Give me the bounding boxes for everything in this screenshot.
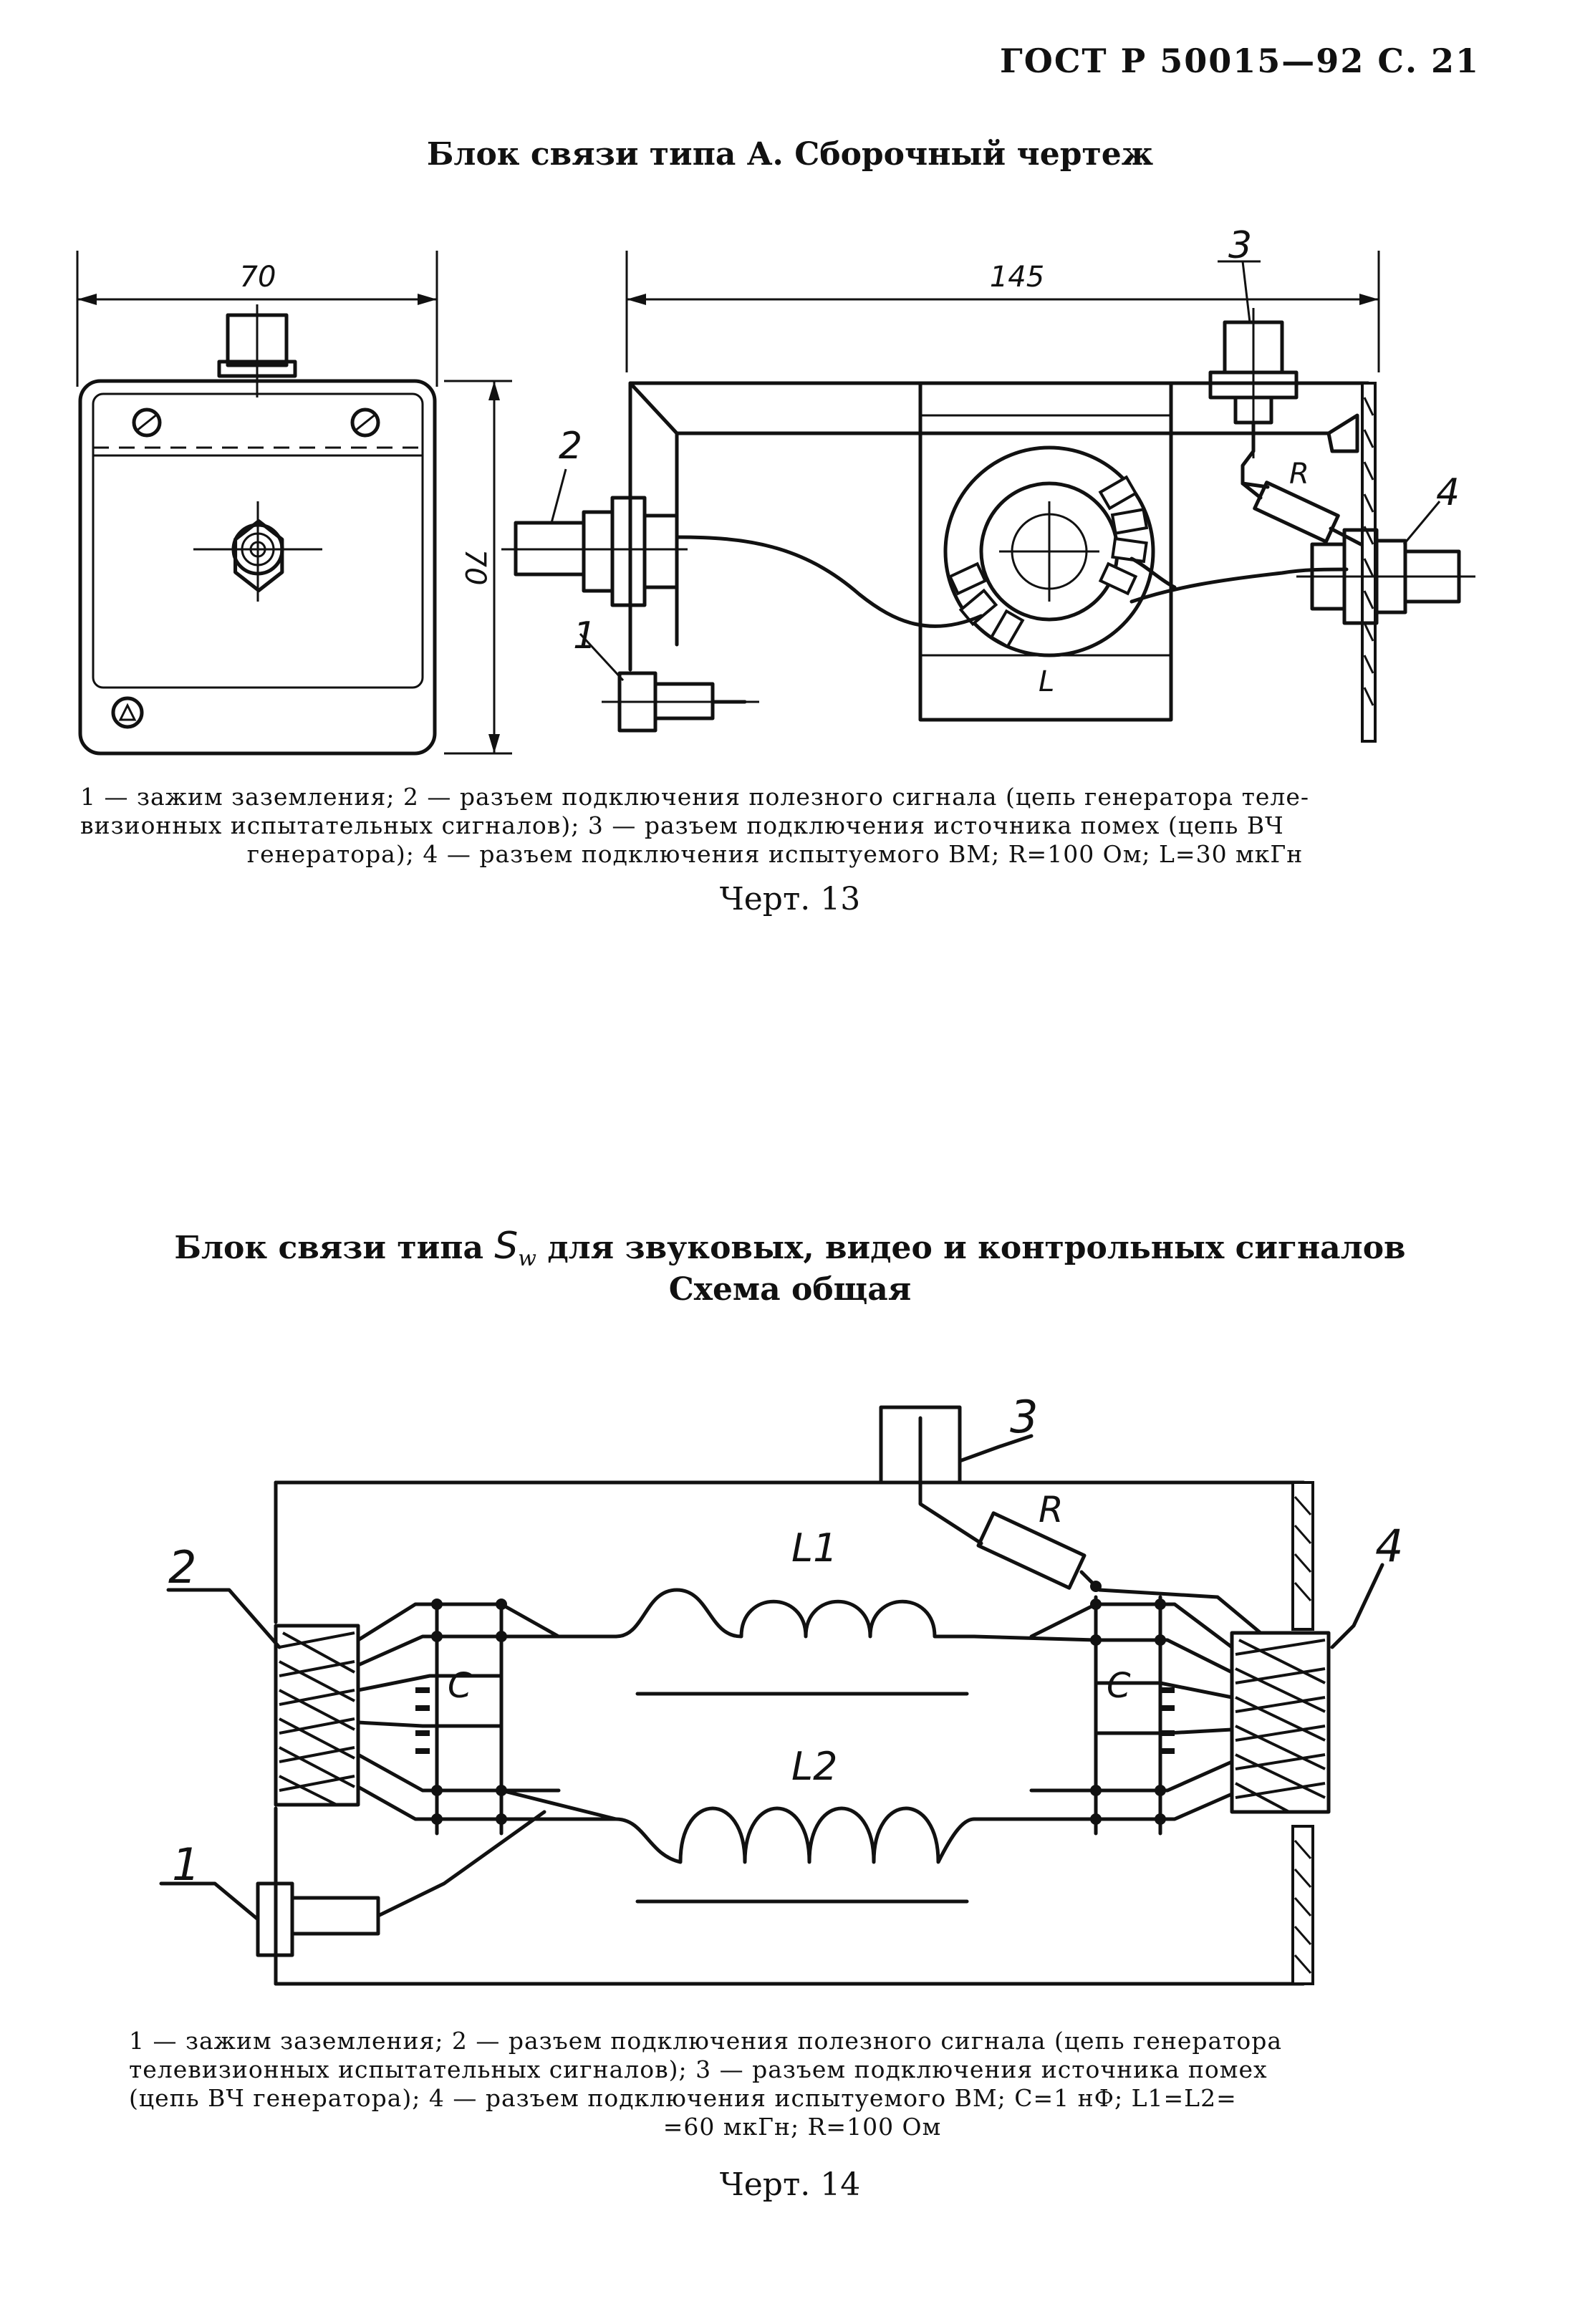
fig14-label-3: 3: [1010, 1391, 1038, 1443]
fig13-title: Блок связи типа А. Сборочный чертеж: [426, 136, 1154, 173]
fig14-caption-line4: =60 мкГн; R=100 Ом: [663, 2113, 942, 2141]
fig14-caption-line2: телевизионных испытательных сигналов); 3…: [129, 2055, 1268, 2083]
fig14-label-r: R: [1039, 1489, 1064, 1530]
fig14-resistor: [976, 1511, 1087, 1590]
fig13-connector-2: [501, 496, 688, 607]
fig13-caption-line3: генератора); 4 — разъем подключения испы…: [246, 840, 1304, 868]
fig14-caption-line3: (цепь ВЧ генератора); 4 — разъем подключ…: [129, 2084, 1237, 2112]
fig13-dim-side-length: 145: [990, 261, 1044, 294]
fig13-ground-clamp-1: [602, 671, 759, 733]
fig14-caption: 1 — зажим заземления; 2 — разъем подключ…: [129, 2027, 1475, 2141]
fig13-caption-line1: 1 — зажим заземления; 2 — разъем подключ…: [80, 783, 1310, 811]
fig13-drawing: 70 70: [76, 224, 1475, 756]
fig14-number: Черт. 14: [719, 2166, 861, 2203]
fig14-caption-line1: 1 — зажим заземления; 2 — разъем подключ…: [129, 2027, 1283, 2055]
page-header: ГОСТ Р 50015—92 С. 21: [999, 42, 1480, 80]
fig13-number: Черт. 13: [719, 881, 861, 917]
fig14-connector-2: [274, 1624, 360, 1807]
fig14-label-1: 1: [172, 1838, 200, 1891]
fig13-label-3: 3: [1228, 224, 1252, 267]
fig13-connector-4: [1296, 528, 1475, 625]
fig14-title: Блок связи типа Sw для звуковых, видео и…: [0, 1225, 1580, 1271]
fig13-label-2: 2: [559, 425, 582, 468]
fig14-label-c-right: C: [1107, 1666, 1131, 1706]
fig13-dim-front-width: 70: [240, 261, 276, 294]
fig14-title-part2: для звуковых, видео и контрольных сигнал…: [547, 1230, 1406, 1266]
fig13-label-4: 4: [1436, 471, 1460, 514]
fig14-coil-l2: [614, 1806, 976, 1864]
fig13-label-r: R: [1289, 458, 1309, 491]
fig14-subtitle: Схема общая: [668, 1271, 912, 1308]
fig13-front-view: 70 70: [76, 251, 512, 756]
fig14-drawing: 2 4 3 1 R L1 L2 C C: [159, 1391, 1403, 1986]
fig14-title-symbol: S: [494, 1225, 519, 1268]
fig13-label-1: 1: [573, 614, 597, 657]
fig14-title-part1: Блок связи типа: [174, 1230, 483, 1266]
fig14-label-l1: L1: [791, 1525, 837, 1571]
fig14-connector-4: [1230, 1631, 1331, 1814]
fig13-caption: 1 — зажим заземления; 2 — разъем подключ…: [80, 783, 1470, 869]
fig14-title-subscript: w: [518, 1245, 536, 1271]
fig13-side-view: 145: [501, 224, 1475, 743]
fig13-dim-front-height: 70: [458, 549, 491, 586]
fig14-label-4: 4: [1375, 1520, 1403, 1572]
fig13-caption-line2: визионных испытательных сигналов); 3 — р…: [80, 811, 1284, 839]
fig14-label-l2: L2: [791, 1744, 837, 1789]
fig14-label-2: 2: [168, 1541, 196, 1593]
fig14-coil-l1: [614, 1588, 976, 1639]
fig13-label-l: L: [1039, 665, 1054, 698]
fig13-connector-3: [1208, 308, 1299, 489]
fig14-label-c-left: C: [448, 1666, 472, 1706]
